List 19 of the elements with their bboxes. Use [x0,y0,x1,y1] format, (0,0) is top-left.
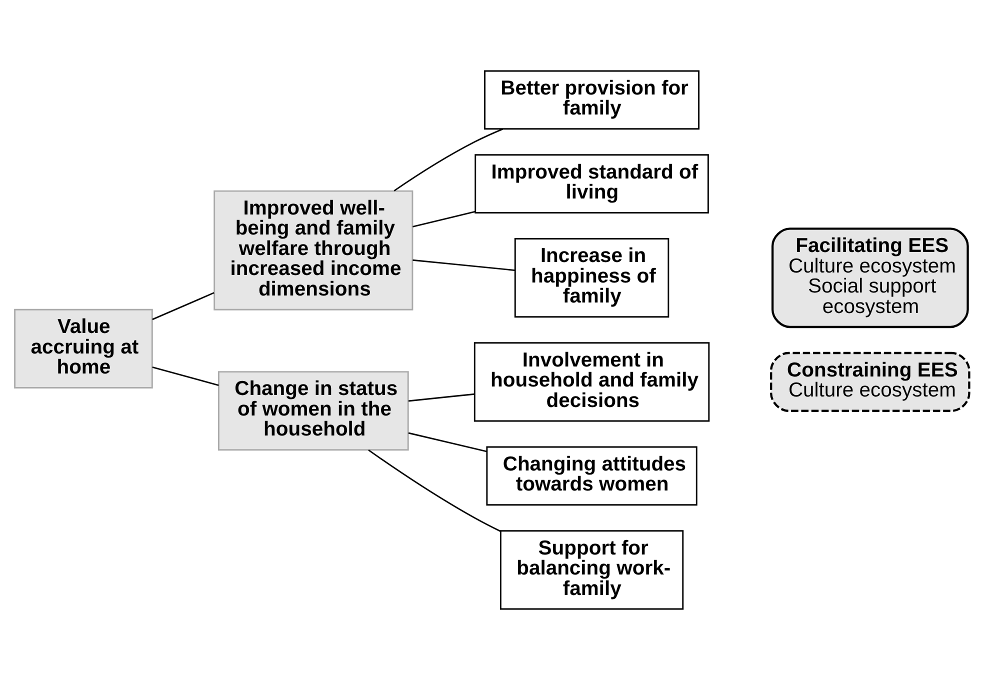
connector [412,258,514,270]
node-box: Value accruing at home [14,308,152,388]
node-box: Better provision for family [484,70,700,130]
connector [393,128,503,191]
connector [412,210,476,227]
node-box: Improved well-being and family welfare through increased income dimensions [213,190,413,310]
node-box: Involvement in household and family decisions [473,342,710,422]
node-box: Changing attitudes towards women [486,446,697,506]
node-box: Improved standard of living [474,154,708,213]
node-box: Constraining EES Culture ecosystem [770,351,970,412]
connector [152,292,214,320]
node-box: Increase in happiness of family [514,238,669,318]
connector [368,449,500,532]
node-box: Change in status of women in the household [217,370,408,450]
node-box: Facilitating EES Culture ecosystem Social support ecosystem [770,227,968,328]
connector [408,392,474,402]
connector [152,366,218,386]
connector [408,432,486,452]
node-box: Support for balancing work-family [499,530,684,610]
